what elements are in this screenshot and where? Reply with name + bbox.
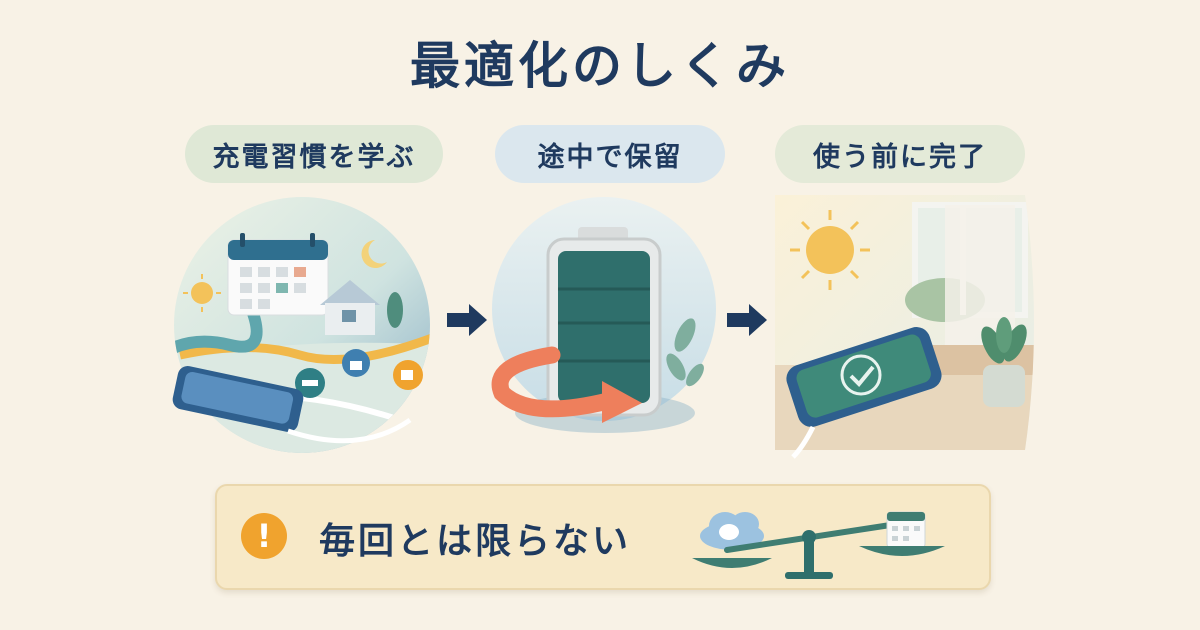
- exclamation-icon: !: [241, 513, 287, 559]
- checkmark-icon: [840, 354, 882, 396]
- calendar-icon: [227, 233, 329, 316]
- step-label-learn: 充電習慣を学ぶ: [185, 125, 443, 183]
- moon-icon: [361, 240, 387, 268]
- calendar-icon: [886, 511, 926, 549]
- sun-icon: [806, 226, 854, 274]
- leaf-icon: [666, 318, 704, 387]
- battery-illustration: [491, 197, 716, 433]
- step-label-hold: 途中で保留: [495, 125, 725, 183]
- warning-banner: ! 毎回とは限らない: [215, 484, 991, 590]
- battery-icon: [546, 227, 662, 417]
- cloud-icon: [700, 512, 764, 550]
- house-icon: [320, 280, 380, 335]
- phone-icon: [172, 366, 304, 432]
- ready-illustration: [775, 195, 1034, 459]
- sun-icon: [191, 282, 213, 304]
- warning-text: 毎回とは限らない: [319, 521, 632, 562]
- arrow-right-icon: [447, 304, 487, 336]
- habit-illustration: [172, 197, 430, 453]
- arrow-right-icon: [727, 304, 767, 336]
- page-title: 最適化のしくみ: [410, 37, 790, 95]
- balance-scale-icon: [692, 511, 945, 579]
- circular-arrow-icon: [491, 346, 642, 423]
- step-label-complete: 使う前に完了: [775, 125, 1025, 183]
- plant-icon: [981, 317, 1027, 407]
